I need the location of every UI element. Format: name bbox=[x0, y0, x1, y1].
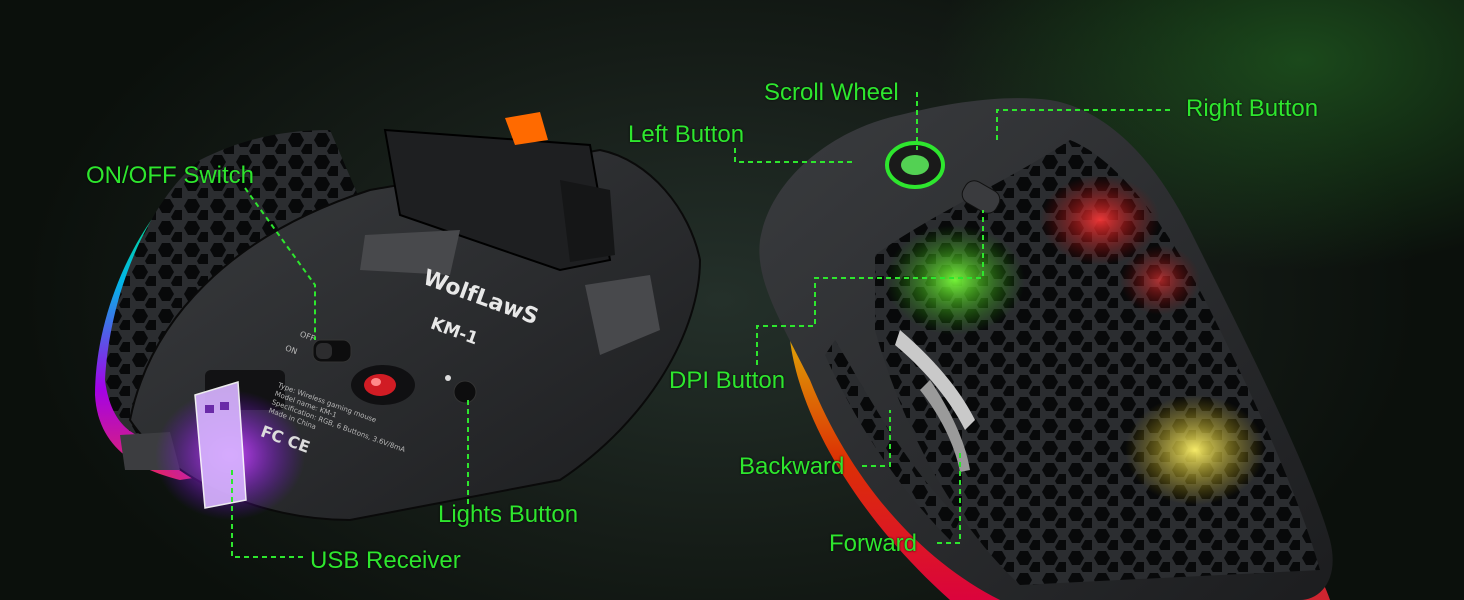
label-dpi-button: DPI Button bbox=[669, 367, 786, 394]
label-forward: Forward bbox=[829, 530, 918, 557]
callout-line-right bbox=[996, 109, 1170, 140]
label-usb-receiver: USB Receiver bbox=[310, 547, 461, 574]
label-scroll-wheel: Scroll Wheel bbox=[764, 79, 899, 106]
mouse-top bbox=[759, 98, 1333, 600]
optical-sensor bbox=[364, 374, 396, 396]
callout-line-dpi bbox=[756, 210, 984, 365]
label-left-button: Left Button bbox=[628, 121, 745, 148]
forward-button bbox=[920, 380, 970, 472]
label-backward: Backward bbox=[739, 453, 845, 480]
usb-receiver bbox=[194, 381, 247, 509]
backward-button bbox=[895, 330, 975, 430]
switch-mark-on: ON bbox=[284, 344, 299, 357]
dpi-button bbox=[961, 180, 1001, 214]
mouse-underside bbox=[95, 112, 702, 522]
callout-lines bbox=[231, 92, 1170, 558]
callout-line-usb bbox=[231, 470, 305, 558]
label-on-off-switch: ON/OFF Switch bbox=[86, 162, 255, 189]
lights-button bbox=[453, 380, 477, 404]
callout-line-left bbox=[734, 148, 855, 163]
label-lights-button: Lights Button bbox=[438, 501, 579, 528]
callout-line-forward bbox=[937, 450, 961, 544]
callout-line-backward bbox=[862, 410, 891, 467]
callout-line-on-off bbox=[244, 187, 316, 340]
label-right-button: Right Button bbox=[1186, 95, 1319, 122]
